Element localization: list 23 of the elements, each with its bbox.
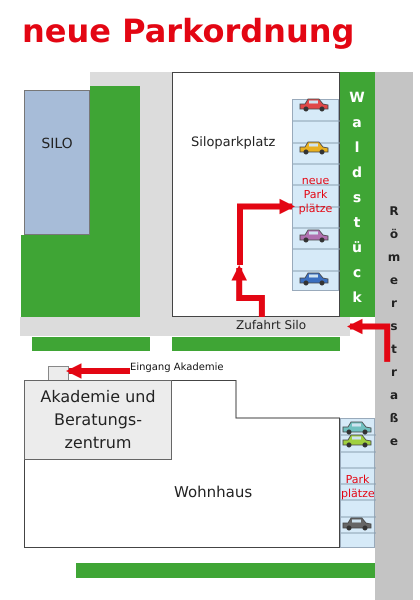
- driveway-name: Zufahrt Silo: [236, 318, 306, 332]
- street: [375, 72, 413, 600]
- parking-label: neue Park plätze: [298, 174, 334, 216]
- building-name: Wohnhaus: [174, 483, 252, 501]
- arrow: [231, 264, 265, 317]
- woodland-strip: [340, 72, 375, 317]
- building: [24, 380, 172, 460]
- entrance-label: Eingang Akademie: [130, 362, 224, 373]
- building-name: SILO: [40, 136, 74, 152]
- arrow: [66, 363, 130, 379]
- arrow: [237, 198, 296, 265]
- building: [24, 380, 340, 548]
- entrance: [48, 366, 69, 381]
- parking-label: Park plätze: [341, 473, 374, 501]
- street-name: Römerstraße: [387, 204, 401, 457]
- area-name: Siloparkplatz: [191, 135, 276, 150]
- driveway: [20, 317, 350, 336]
- arrow: [346, 318, 390, 362]
- building: [24, 90, 90, 235]
- building-name: Akademie und Beratungs- zentrum: [39, 386, 157, 454]
- parking-lot: [172, 72, 340, 317]
- title: neue Parkordnung: [22, 12, 354, 50]
- woodland-name: Waldstück: [349, 90, 365, 315]
